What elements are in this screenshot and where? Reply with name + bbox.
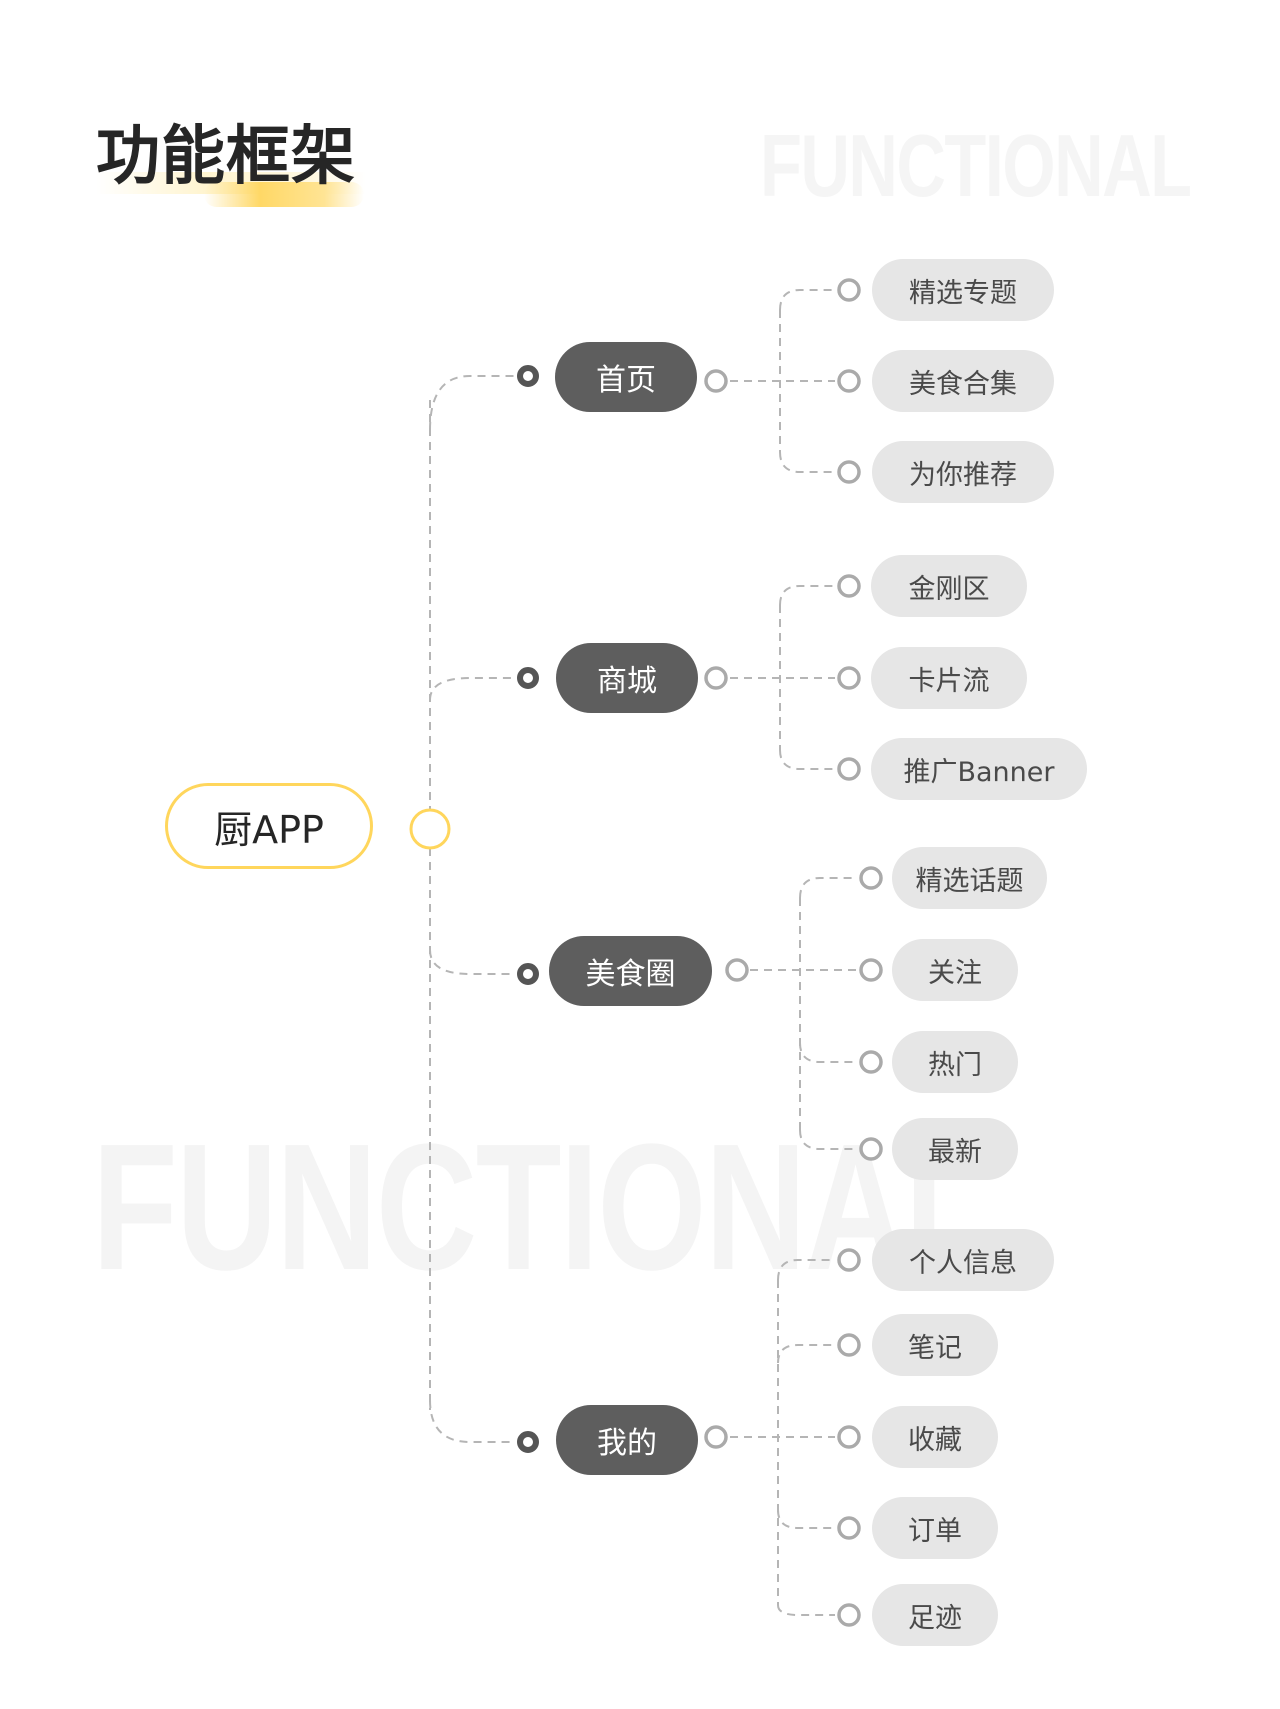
link-mine — [429, 1399, 515, 1443]
leaf-node[interactable]: 卡片流 — [871, 647, 1027, 709]
leaf-node[interactable]: 为你推荐 — [872, 441, 1054, 503]
title-block: 功能框架 — [96, 112, 366, 212]
title-underline — [204, 182, 364, 207]
home-in-dot — [517, 365, 539, 387]
home-out-dot — [704, 369, 728, 393]
leaf-node[interactable]: 美食合集 — [872, 350, 1054, 412]
leaf-node[interactable]: 推广Banner — [871, 738, 1087, 800]
circle-out-dot — [725, 958, 749, 982]
mine-in-dot — [517, 1431, 539, 1453]
mall-in-dot — [517, 667, 539, 689]
leaf-node[interactable]: 笔记 — [872, 1314, 998, 1376]
root-connector-dot — [409, 808, 451, 850]
leaf-node[interactable]: 个人信息 — [872, 1229, 1054, 1291]
circle-in-dot — [517, 963, 539, 985]
root-node[interactable]: 厨APP — [165, 783, 373, 869]
page-title: 功能框架 — [96, 120, 356, 194]
link-circle — [429, 949, 515, 975]
mall-out-dot — [704, 666, 728, 690]
branch-node-mine[interactable]: 我的 — [556, 1405, 698, 1475]
leaf-node[interactable]: 热门 — [892, 1031, 1018, 1093]
branch-node-food-circle[interactable]: 美食圈 — [549, 936, 712, 1006]
link-mall — [429, 677, 515, 701]
leaf-node[interactable]: 关注 — [892, 939, 1018, 1001]
link-home — [429, 375, 515, 431]
leaf-node[interactable]: 最新 — [892, 1118, 1018, 1180]
mine-out-dot — [704, 1425, 728, 1449]
branch-node-mall[interactable]: 商城 — [556, 643, 698, 713]
leaf-node[interactable]: 收藏 — [872, 1406, 998, 1468]
watermark-top: FUNCTIONAL — [760, 116, 1192, 215]
leaf-node[interactable]: 金刚区 — [871, 555, 1027, 617]
branch-node-home[interactable]: 首页 — [555, 342, 697, 412]
leaf-node[interactable]: 精选专题 — [872, 259, 1054, 321]
leaf-node[interactable]: 订单 — [872, 1497, 998, 1559]
leaf-node[interactable]: 精选话题 — [892, 847, 1047, 909]
leaf-node[interactable]: 足迹 — [872, 1584, 998, 1646]
